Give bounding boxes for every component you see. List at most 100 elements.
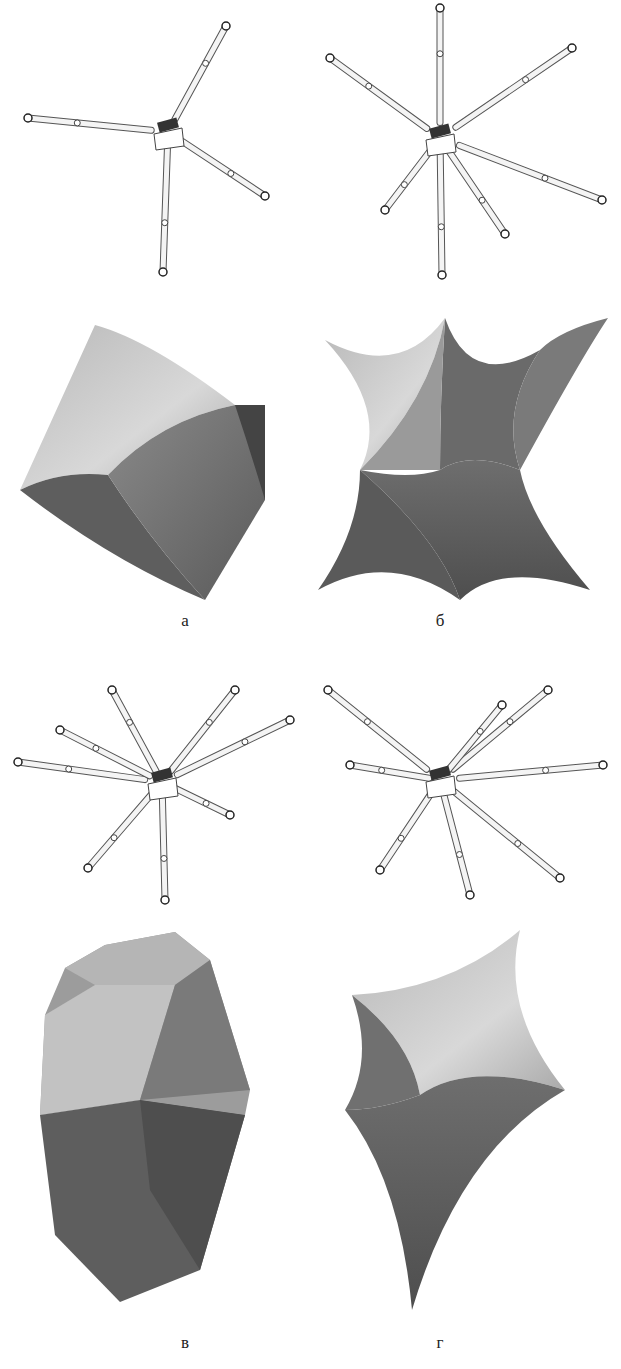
rod (180, 140, 265, 196)
joint (286, 716, 294, 724)
rod (440, 154, 442, 275)
workspace-b (318, 318, 608, 600)
rod (28, 118, 151, 130)
joint (206, 719, 212, 725)
joint (228, 170, 234, 176)
joint (346, 761, 354, 769)
rod (447, 705, 502, 771)
rod (454, 792, 560, 878)
joint (466, 891, 474, 899)
rod (328, 690, 427, 769)
platform (151, 768, 173, 783)
joint (161, 855, 167, 861)
platform (429, 766, 451, 781)
workspace-c (40, 932, 250, 1302)
rod (456, 48, 572, 127)
rod (385, 147, 433, 210)
platform (157, 118, 179, 133)
rod (170, 786, 230, 815)
joint (544, 686, 552, 694)
joint (401, 182, 407, 188)
hub (148, 778, 178, 800)
rod (28, 118, 151, 130)
joint (376, 866, 384, 874)
joint (366, 83, 372, 89)
joint (599, 761, 607, 769)
rod (88, 792, 153, 868)
rod (453, 690, 548, 769)
rod (163, 149, 167, 272)
joint (543, 767, 549, 773)
rod (459, 145, 602, 200)
joint (66, 766, 72, 772)
joint (326, 54, 334, 62)
rod (456, 48, 572, 127)
rod (163, 149, 167, 272)
joint (203, 800, 209, 806)
joint (24, 114, 32, 122)
joint (479, 197, 485, 203)
robot-figures (14, 4, 607, 904)
rod (170, 786, 230, 815)
joint (222, 22, 230, 30)
robot-figure (14, 686, 294, 904)
joint (203, 60, 209, 66)
rod (180, 140, 265, 196)
rod (454, 792, 560, 878)
joint (127, 719, 133, 725)
panel-letter: г (437, 1333, 444, 1353)
rod (88, 792, 153, 868)
rod (453, 690, 548, 769)
joint (515, 841, 521, 847)
workspace-a (20, 325, 265, 600)
joint (324, 686, 332, 694)
joint (438, 224, 444, 230)
rod (437, 8, 444, 122)
joint (379, 767, 385, 773)
joint (477, 728, 483, 734)
joint (111, 835, 117, 841)
joint (456, 852, 462, 858)
joint (507, 719, 513, 725)
joint (398, 835, 404, 841)
rod (438, 8, 443, 122)
workspace-d (345, 930, 565, 1310)
rod (177, 720, 290, 775)
joint (501, 230, 509, 238)
joint (84, 864, 92, 872)
rod (460, 765, 603, 778)
rod (350, 765, 429, 778)
joint (231, 686, 239, 694)
panel-letter: б (436, 611, 445, 631)
joint (498, 701, 506, 709)
rod (177, 720, 290, 775)
panel-letter: а (181, 611, 189, 631)
rod (444, 794, 470, 895)
rod (385, 147, 433, 210)
rod (175, 26, 226, 119)
robot-figure (324, 686, 607, 899)
joint (381, 206, 389, 214)
rod (444, 794, 470, 895)
hub (426, 776, 456, 798)
joint (162, 220, 168, 226)
rod (380, 791, 433, 870)
rod (162, 796, 165, 900)
hub (426, 134, 456, 156)
joint (598, 196, 606, 204)
rod (350, 765, 429, 778)
rod (112, 690, 156, 771)
joint (436, 4, 444, 12)
joint (161, 896, 169, 904)
panel-letter: в (181, 1333, 189, 1353)
joint (437, 51, 443, 57)
joint (108, 686, 116, 694)
rod (460, 765, 603, 778)
rod (459, 145, 602, 200)
joint (14, 758, 22, 766)
joint (159, 268, 167, 276)
joint (364, 719, 370, 725)
joint (56, 726, 64, 734)
rod (448, 150, 505, 234)
